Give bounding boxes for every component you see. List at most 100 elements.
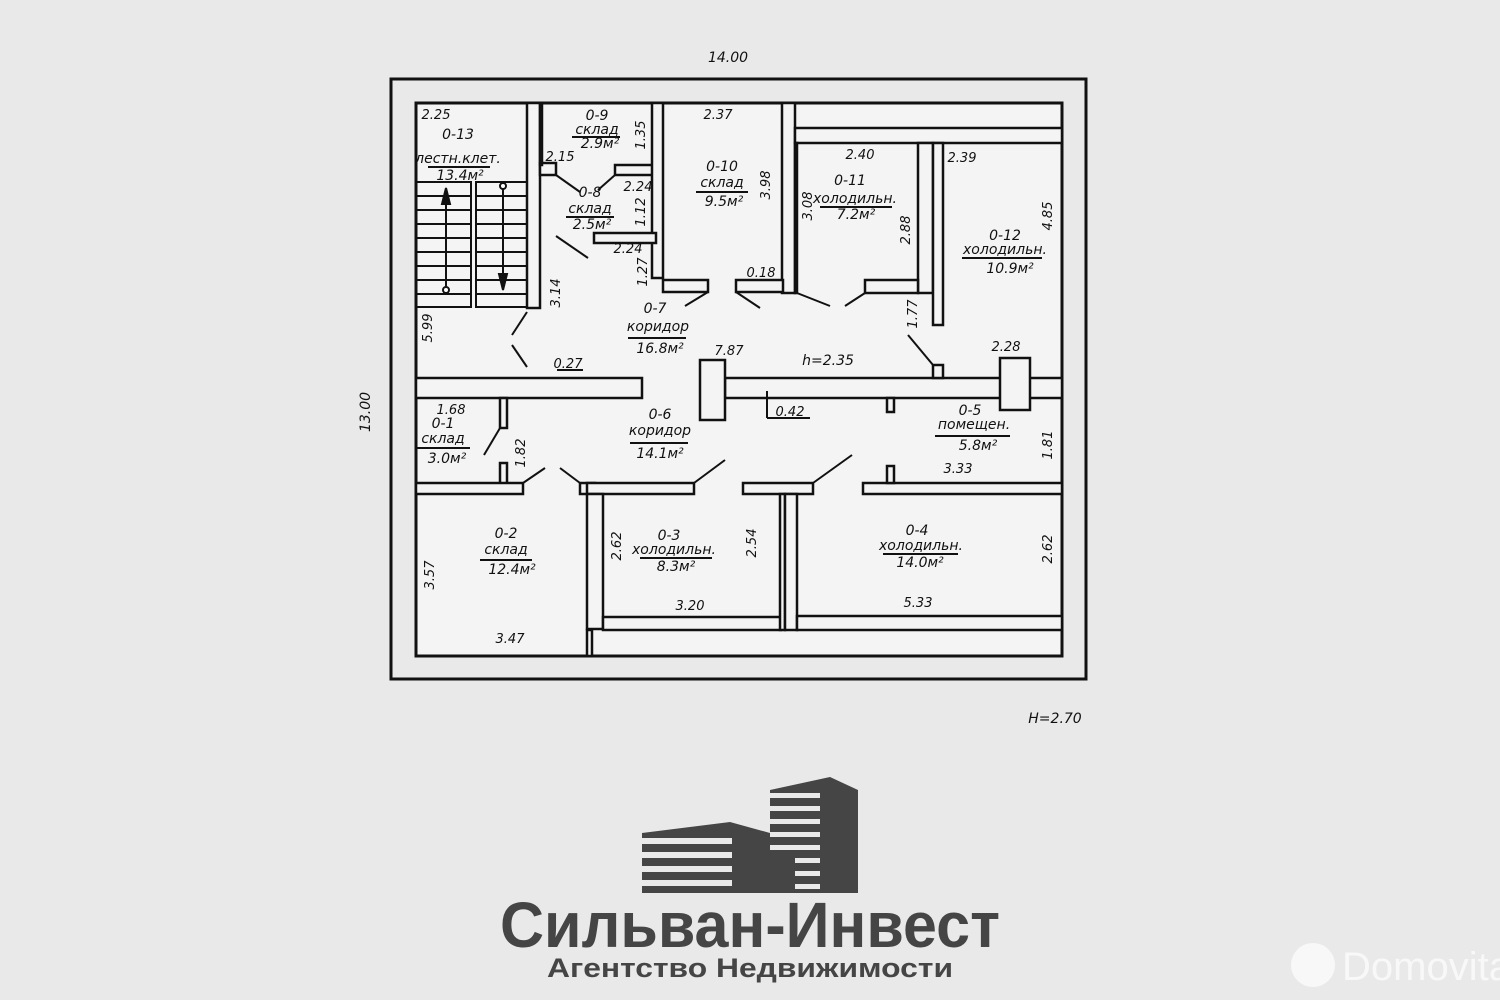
room-id: 0-12 [989,228,1021,244]
room-id: 0-6 [649,407,672,423]
room-area: 3.0м² [428,451,467,467]
room-area: 5.8м² [959,438,998,454]
ceiling-height-label: H=2.70 [1028,711,1082,727]
dimension-label: 3.57 [423,560,438,590]
room-0-11: 0-11 холодильн.7.2м² [812,173,897,223]
room-id: 0-4 [906,523,929,539]
room-name: склад [575,122,618,138]
room-area: 12.4м² [488,562,536,578]
room-0-7: 0-7 коридор 16.8м² [627,301,689,357]
room-name: холодильн. [812,191,897,207]
vertical-dimensions: 1.35 3.98 1.12 1.27 3.14 5.99 3.08 2.88 … [421,121,1056,590]
dimension-label: 2.24 [614,242,643,257]
room-id: 0-1 [432,416,455,432]
dimension-label: 3.14 [549,279,564,308]
overall-width-label: 14.00 [708,50,748,66]
dimension-label: 4.85 [1041,202,1056,231]
room-id: 0-9 [586,108,609,124]
dimension-label: 0.42 [776,405,805,420]
building-logo-icon [642,777,858,893]
room-area: 13.4м² [436,168,484,184]
dimension-label: 2.15 [546,150,575,165]
room-name: склад [484,542,527,558]
room-name: склад [568,201,611,217]
room-id: 0-11 [834,173,866,189]
room-name: склад [421,431,464,447]
walls [414,101,1064,658]
room-area: 2.5м² [573,217,612,233]
room-area: 16.8м² [636,341,684,357]
dimension-label: 0.27 [554,357,584,372]
room-name: холодильн. [962,242,1047,258]
room-id: 0-2 [495,526,518,542]
watermark: Domovita [1291,943,1500,989]
room-area: 7.2м² [837,207,876,223]
dimension-label: 1.77 [906,299,921,329]
dimension-label: 2.37 [704,108,734,123]
room-name: холодильн. [631,542,716,558]
room-name: склад [700,175,743,191]
room-area: 14.0м² [896,555,944,571]
overall-height-label: 13.00 [358,392,374,432]
room-id: 0-3 [658,528,681,544]
room-area: 9.5м² [705,194,744,210]
company-logo: Сильван-Инвест Агентство Недвижимости [500,777,1000,983]
doors [483,174,934,484]
room-area: 14.1м² [636,446,684,462]
dimension-label: 2.39 [948,151,977,166]
corridor-height-label: h=2.35 [802,353,854,369]
dimension-label: 1.27 [636,257,651,287]
room-name: коридор [627,319,689,335]
watermark-text: Domovita [1342,945,1500,989]
room-area: 8.3м² [657,559,696,575]
dimension-label: 2.28 [992,340,1021,355]
dimension-label: 3.47 [496,632,526,647]
dimension-label: 3.08 [801,192,816,221]
room-name: холодильн. [878,538,963,554]
room-area: 10.9м² [986,261,1034,277]
dimension-label: 1.12 [634,198,649,227]
outer-frame [389,77,1088,681]
dimension-label: 2.62 [610,532,625,561]
dimension-label: 2.24 [624,180,653,195]
horizontal-dimensions: 2.25 2.37 2.15 2.24 2.24 0.18 2.40 2.39 … [422,108,1021,647]
dimension-label: 3.33 [944,462,973,477]
dimension-label: 5.99 [421,314,436,343]
dimension-label: 3.20 [676,599,705,614]
stairs [415,181,528,308]
dimension-label: 2.88 [899,216,914,245]
room-id: 0-7 [644,301,667,317]
logo-name: Сильван-Инвест [500,889,1000,961]
dimension-label: 1.35 [634,121,649,150]
dimension-label: 2.40 [846,148,875,163]
dimension-label: 2.62 [1041,535,1056,564]
dimension-label: 0.18 [747,266,776,281]
room-name: помещен. [938,417,1010,433]
dimension-label: 1.68 [437,403,466,418]
dimension-label: 5.33 [904,596,933,611]
dimension-label: 2.54 [745,529,760,558]
dimension-label: 7.87 [715,344,745,359]
dimension-label: 1.81 [1041,431,1056,460]
dimension-label: 1.82 [514,439,529,468]
dimension-label: 2.25 [422,108,451,123]
room-id: 0-8 [579,185,602,201]
room-id: 0-5 [959,403,982,419]
dimension-label: 3.98 [759,171,774,200]
room-area: 2.9м² [581,136,620,152]
room-name: лестн.клет. [414,151,501,167]
